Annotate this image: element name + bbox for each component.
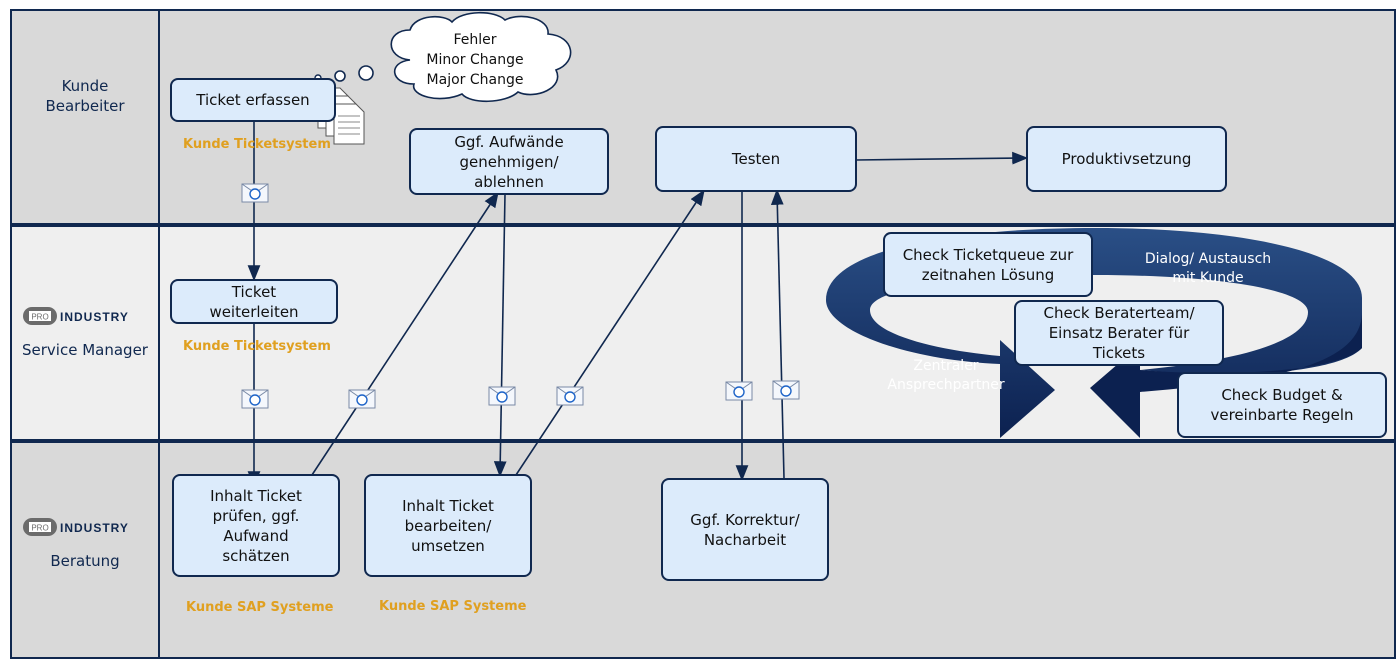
box-ticket-weiterleiten[interactable]: Ticket weiterleiten xyxy=(170,279,338,324)
box-check-beraterteam[interactable]: Check Beraterteam/ Einsatz Berater für T… xyxy=(1014,300,1224,366)
lane-title-kunde: Kunde Bearbeiter xyxy=(45,77,125,115)
email-icon xyxy=(556,386,584,406)
lane-title-service-manager: Service Manager xyxy=(22,341,148,359)
pro-industry-logo: PRO INDUSTRY xyxy=(22,516,150,538)
box-korrektur[interactable]: Ggf. Korrektur/ Nacharbeit xyxy=(661,478,829,581)
system-label: Kunde SAP Systeme xyxy=(379,599,527,614)
email-icon xyxy=(488,386,516,406)
box-check-ticketqueue[interactable]: Check Ticketqueue zur zeitnahen Lösung xyxy=(883,232,1093,297)
email-icon xyxy=(772,380,800,400)
lane-label-column xyxy=(10,9,160,659)
flow-arrow xyxy=(493,193,507,478)
cloud-text: Fehler Minor Change Major Change xyxy=(426,32,524,88)
lane-title-beratung: Beratung xyxy=(50,552,120,570)
logo-name: INDUSTRY xyxy=(60,521,129,535)
flow-arrow xyxy=(770,188,785,479)
box-check-budget[interactable]: Check Budget & vereinbarte Regeln xyxy=(1177,372,1387,438)
flow-arrow xyxy=(309,191,499,479)
system-label: Kunde SAP Systeme xyxy=(186,600,334,615)
box-inhalt-bearbeiten[interactable]: Inhalt Ticket bearbeiten/ umsetzen xyxy=(364,474,532,577)
logo-prefix: PRO xyxy=(31,313,48,322)
box-ticket-erfassen[interactable]: Ticket erfassen xyxy=(170,78,336,122)
box-produktivsetzung[interactable]: Produktivsetzung xyxy=(1026,126,1227,192)
email-icons xyxy=(241,183,800,409)
email-icon xyxy=(725,381,753,401)
box-aufwaende-genehmigen[interactable]: Ggf. Aufwände genehmigen/ ablehnen xyxy=(409,128,609,195)
box-inhalt-pruefen[interactable]: Inhalt Ticket prüfen, ggf. Aufwand schät… xyxy=(172,474,340,577)
ring-label-zentral: Zentraler Ansprechpartner xyxy=(887,358,1005,393)
box-testen[interactable]: Testen xyxy=(655,126,857,192)
flow-arrow xyxy=(513,189,705,479)
email-icon xyxy=(241,389,269,409)
pro-industry-logo: PRO INDUSTRY xyxy=(22,305,150,327)
flow-arrow xyxy=(855,151,1029,165)
email-icon xyxy=(348,389,376,409)
system-label: Kunde Ticketsystem xyxy=(183,339,331,354)
email-icon xyxy=(241,183,269,203)
system-label: Kunde Ticketsystem xyxy=(183,137,331,152)
logo-name: INDUSTRY xyxy=(60,310,129,324)
logo-prefix: PRO xyxy=(31,524,48,533)
ring-label-dialog: Dialog/ Austausch mit Kunde xyxy=(1144,251,1272,286)
